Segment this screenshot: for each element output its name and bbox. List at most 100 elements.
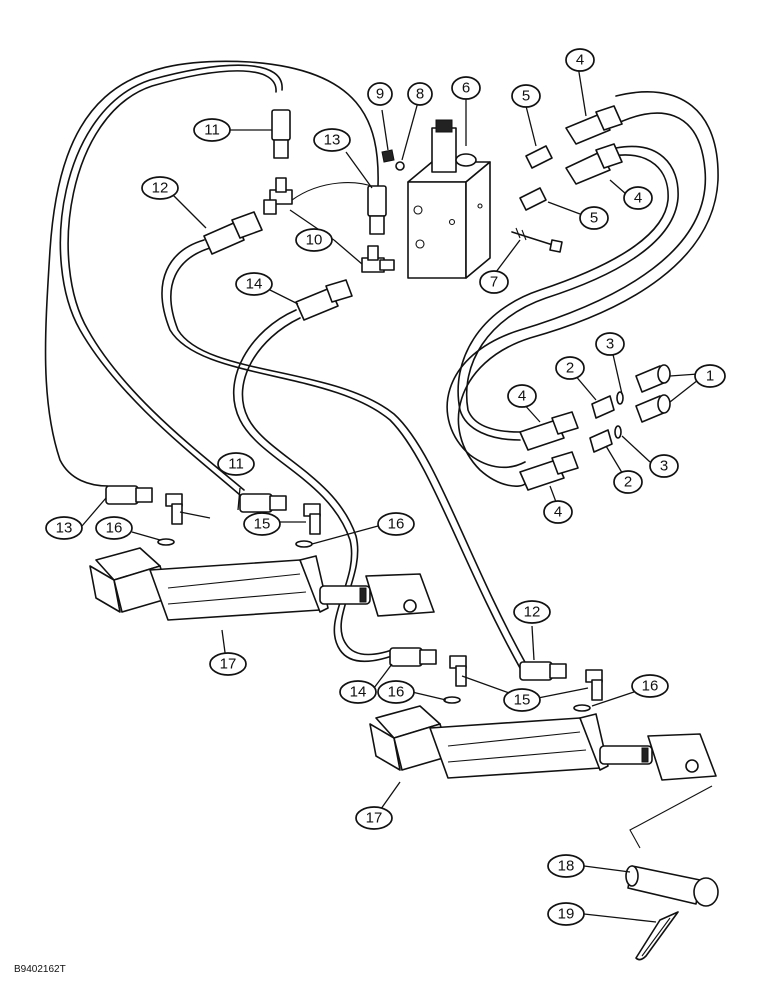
callout-16: 16	[377, 512, 415, 536]
valve-block	[407, 119, 491, 279]
hose-end-13-top	[367, 185, 387, 235]
fitting-1-top	[635, 364, 671, 393]
callout-3: 3	[595, 332, 625, 356]
hose-14	[232, 309, 393, 663]
svg-text:4: 4	[518, 388, 526, 405]
svg-text:10: 10	[306, 232, 323, 249]
hydraulic-hoses	[44, 60, 719, 669]
svg-text:6: 6	[462, 80, 470, 97]
svg-text:4: 4	[634, 190, 642, 207]
callout-4: 4	[543, 500, 573, 524]
svg-text:17: 17	[220, 656, 237, 673]
fittings	[105, 105, 671, 712]
hose-end-13-bottom	[105, 485, 153, 505]
cylinder-17-lower	[369, 705, 717, 849]
svg-text:4: 4	[554, 504, 562, 521]
callout-17: 17	[355, 806, 393, 830]
svg-text:5: 5	[522, 88, 530, 105]
drawing-code: B9402162T	[14, 964, 66, 975]
hose-end-4-lower-b	[519, 451, 579, 491]
callout-4: 4	[565, 48, 595, 72]
hose-end-11-bottom	[239, 493, 287, 513]
callout-3: 3	[649, 454, 679, 478]
hose-12	[161, 239, 521, 669]
plug-9	[381, 149, 395, 163]
oring-16-d	[573, 704, 591, 712]
callout-4: 4	[507, 384, 537, 408]
adapter-2-top	[591, 395, 615, 419]
svg-text:3: 3	[606, 336, 614, 353]
hose-end-14-top	[295, 279, 353, 321]
hose-4-mid	[457, 154, 669, 441]
svg-text:2: 2	[624, 474, 632, 491]
svg-text:16: 16	[388, 684, 405, 701]
callout-13: 13	[313, 128, 351, 152]
svg-text:17: 17	[366, 810, 383, 827]
callout-10: 10	[295, 228, 333, 252]
hose-4-upper-b	[457, 91, 719, 487]
callout-12: 12	[513, 600, 551, 624]
oring-16-a	[157, 538, 175, 546]
callout-19: 19	[547, 902, 585, 926]
adapter-2-bottom	[589, 429, 613, 453]
oring-3-top	[616, 391, 624, 405]
callout-2: 2	[555, 356, 585, 380]
svg-text:11: 11	[228, 456, 244, 473]
svg-text:18: 18	[558, 858, 575, 875]
bolt-7	[511, 227, 563, 253]
svg-text:16: 16	[642, 678, 659, 695]
callout-2: 2	[613, 470, 643, 494]
callout-14: 14	[339, 680, 377, 704]
hose-end-14-bottom	[389, 647, 437, 667]
tube-tee-valve	[291, 182, 381, 201]
svg-text:5: 5	[590, 210, 598, 227]
callouts: 1 2 2 3 3 4 4 4 4 5 5 6 7 8 9 10 11 11 1…	[45, 48, 726, 926]
hose-end-12-bottom	[519, 661, 567, 681]
callout-8: 8	[407, 82, 433, 106]
hose-12-b	[170, 247, 527, 665]
svg-text:12: 12	[152, 180, 169, 197]
adapter-5-top	[525, 145, 553, 169]
cotter-pin-19	[635, 911, 679, 961]
tee-10-bottom	[361, 245, 395, 273]
callout-15: 15	[243, 512, 281, 536]
svg-text:14: 14	[350, 684, 367, 701]
hose-13	[44, 60, 379, 487]
callout-9: 9	[367, 82, 393, 106]
leader-lines	[81, 65, 699, 923]
svg-text:4: 4	[576, 52, 584, 69]
hose-11-b	[67, 70, 277, 491]
svg-text:2: 2	[566, 360, 574, 377]
hose-14-b	[241, 317, 393, 656]
oring-16-c	[443, 696, 461, 704]
hose-end-12-top	[203, 211, 263, 255]
oring-3-bottom	[614, 425, 622, 439]
callout-5: 5	[511, 84, 541, 108]
tee-10-top	[263, 177, 293, 215]
pin-18	[625, 865, 719, 907]
hose-end-4-top	[565, 105, 623, 145]
svg-text:3: 3	[660, 458, 668, 475]
svg-text:13: 13	[324, 132, 341, 149]
hose-end-11-top	[271, 109, 291, 159]
hose-11	[59, 64, 283, 496]
callout-16: 16	[377, 680, 415, 704]
svg-text:14: 14	[246, 276, 263, 293]
callout-16: 16	[95, 516, 133, 540]
callout-7: 7	[479, 270, 509, 294]
callout-6: 6	[451, 76, 481, 100]
callout-11: 11	[193, 118, 231, 142]
cylinder-17-upper	[89, 547, 435, 621]
adapter-5-bottom	[519, 187, 547, 211]
callout-5: 5	[579, 206, 609, 230]
svg-text:16: 16	[388, 516, 405, 533]
svg-text:13: 13	[56, 520, 73, 537]
callout-12: 12	[141, 176, 179, 200]
oring-8	[395, 161, 405, 171]
hose-end-4-mid	[565, 143, 623, 185]
oring-16-b	[295, 540, 313, 548]
elbow-15-a	[165, 493, 183, 525]
svg-text:15: 15	[254, 516, 271, 533]
